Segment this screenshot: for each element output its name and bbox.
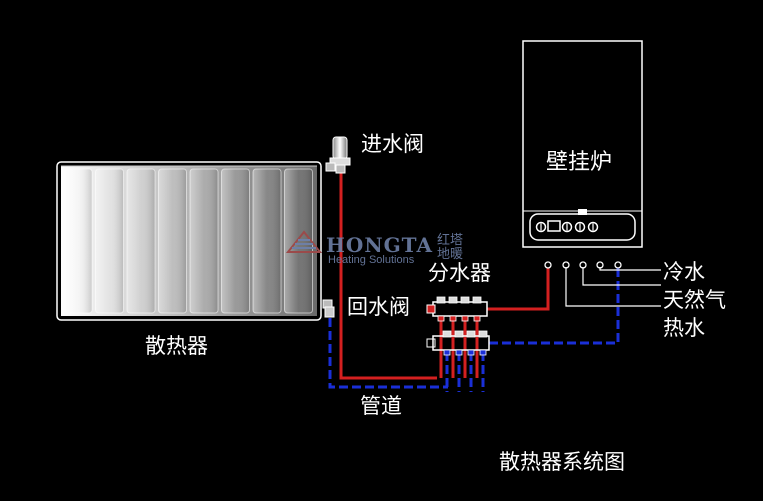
manifold-outlet [473, 315, 481, 322]
watermark-subtitle: Heating Solutions [328, 254, 415, 266]
boiler-knob [587, 221, 599, 233]
manifold-valve-top [436, 296, 446, 304]
radiator-fin [189, 168, 219, 314]
manifold-valve-top [460, 296, 470, 304]
wall-boiler [522, 40, 643, 248]
label-boiler: 壁挂炉 [546, 150, 613, 175]
boiler-connections [544, 261, 661, 307]
return-pipes [328, 268, 620, 392]
diagram-title: 散热器系统图 [499, 450, 625, 474]
label-manifold: 分水器 [428, 261, 491, 285]
label-pipe: 管道 [360, 394, 402, 418]
manifold-inlet [443, 349, 451, 356]
radiator [56, 161, 322, 321]
inlet-valve [325, 136, 351, 174]
return-valve [322, 299, 335, 318]
watermark-brand: HONGTA [326, 233, 433, 257]
label-radiator: 散热器 [145, 334, 208, 358]
manifold-inlet [467, 349, 475, 356]
boiler-connector [544, 261, 552, 269]
boiler-display [547, 220, 561, 232]
radiator-fin [252, 168, 282, 314]
manifold-valve-bottom [442, 330, 452, 338]
manifold-inlet [455, 349, 463, 356]
boiler-knob [535, 221, 547, 233]
boiler-knob [574, 221, 586, 233]
label-hot-water: 热水 [663, 316, 705, 340]
boiler-knob [561, 221, 573, 233]
radiator-fin [63, 168, 93, 314]
manifold-inlet [479, 349, 487, 356]
label-inlet-valve: 进水阀 [361, 132, 424, 156]
label-cold-water: 冷水 [663, 260, 705, 284]
watermark-cn: 红塔地暖 [437, 233, 464, 262]
manifold-outlet [449, 315, 457, 322]
hongta-logo-icon [284, 230, 324, 262]
label-return-valve: 回水阀 [347, 295, 410, 319]
manifold-outlet [461, 315, 469, 322]
supply-pipes [339, 172, 550, 380]
boiler-connector [614, 261, 622, 269]
manifold-valve-top [448, 296, 458, 304]
radiator-fin [158, 168, 187, 314]
manifold-outlet [437, 315, 445, 322]
manifold-valve-bottom [466, 330, 476, 338]
radiator-fin [126, 168, 156, 314]
radiator-fin [95, 168, 124, 314]
manifold-valve-top [472, 296, 482, 304]
manifold [426, 296, 490, 356]
manifold-valve-bottom [478, 330, 488, 338]
manifold-valve-bottom [454, 330, 464, 338]
label-natural-gas: 天然气 [663, 288, 726, 312]
radiator-fin [221, 168, 250, 314]
